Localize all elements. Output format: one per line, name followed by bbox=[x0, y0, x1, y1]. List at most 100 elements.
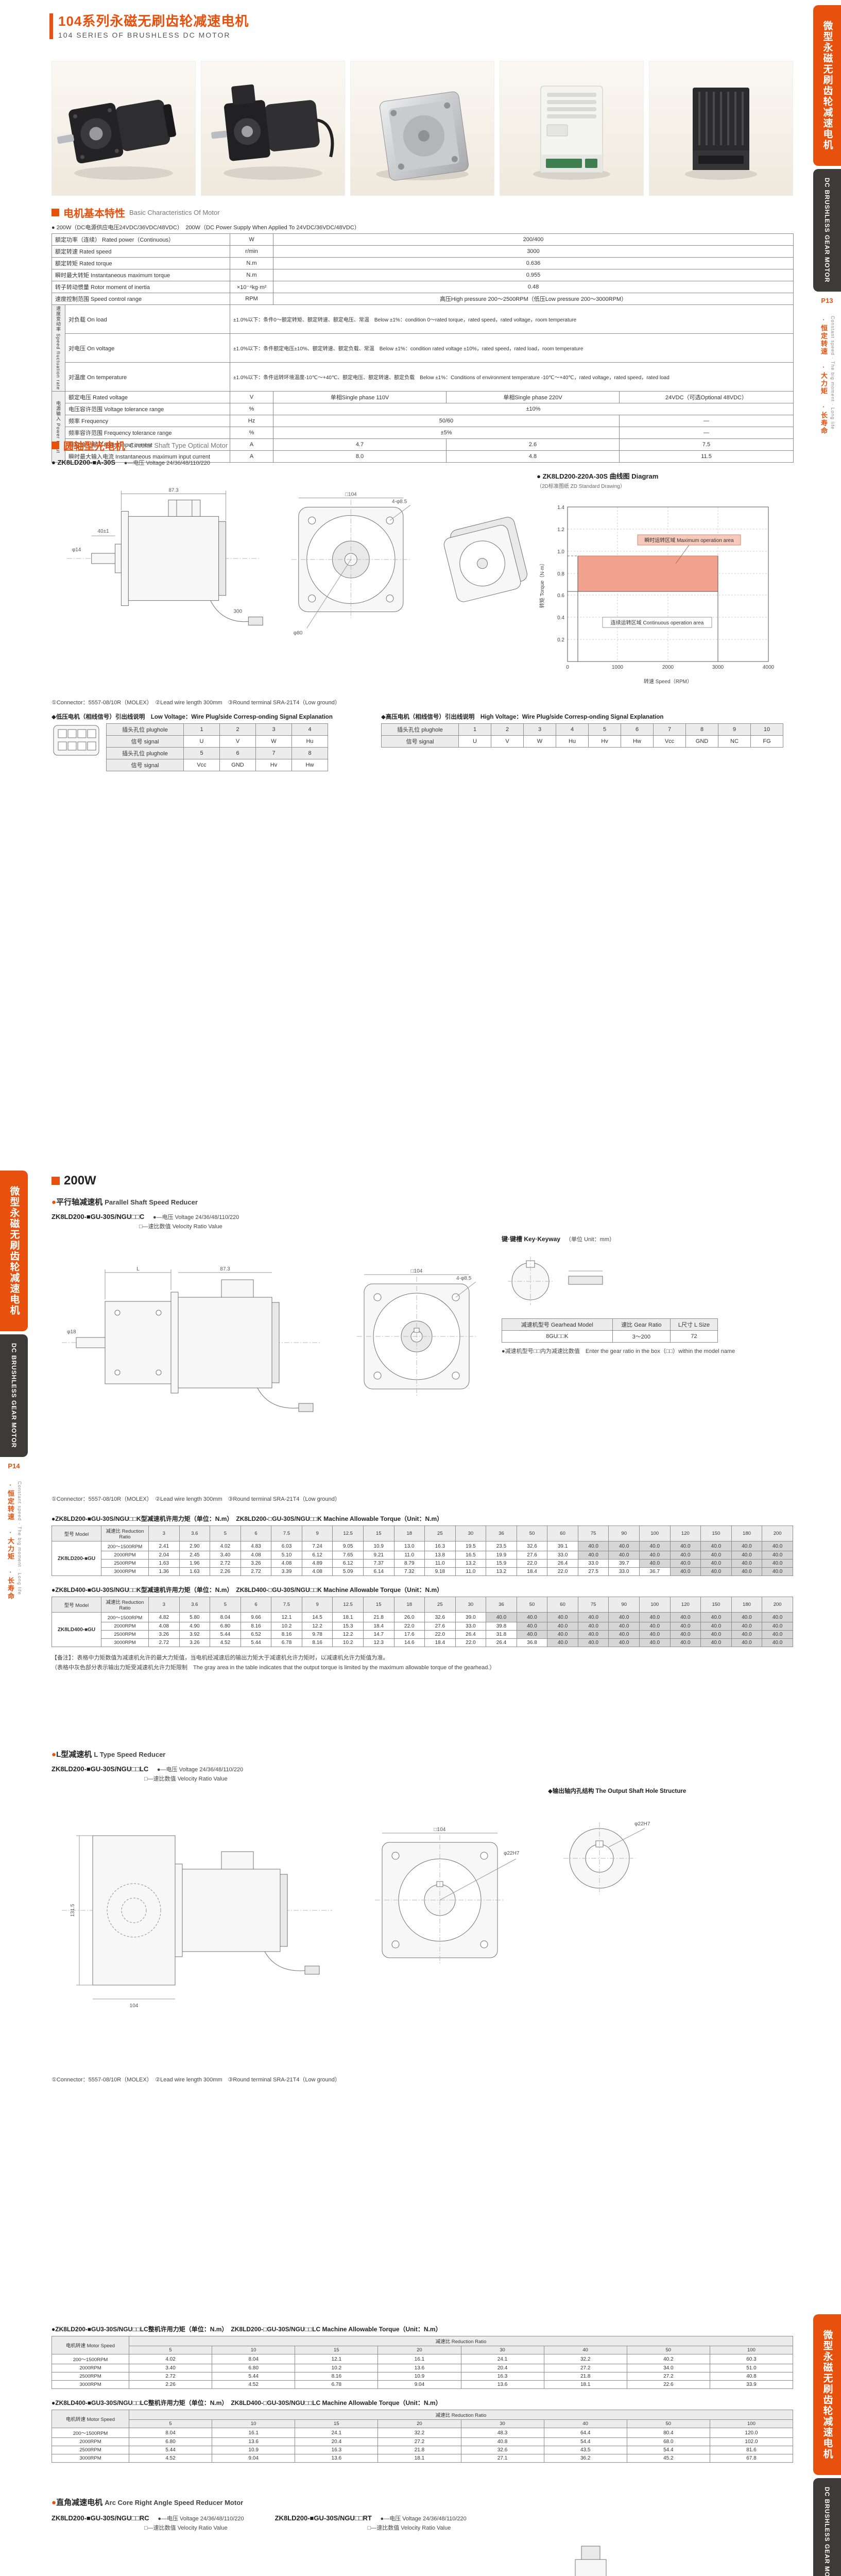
cell: 39.8 bbox=[486, 1622, 517, 1631]
cell: 8.04 bbox=[128, 2428, 213, 2438]
header-cell: 减速比 Reduction Ratio bbox=[101, 1526, 149, 1541]
cell: Hz bbox=[230, 415, 274, 428]
cell: 13.2 bbox=[486, 1567, 517, 1576]
dim-label: φ22H7 bbox=[634, 1821, 650, 1827]
cell: 26.0 bbox=[393, 1612, 425, 1622]
drawing-ltype-front: □104 φ22H7 bbox=[375, 1827, 520, 1965]
ratio-note: □—速比数值 Velocity Ratio Value bbox=[139, 1224, 222, 1230]
cell: 27.6 bbox=[516, 1551, 548, 1560]
cell: 33.0 bbox=[455, 1622, 487, 1631]
header-cell: 8 bbox=[685, 723, 718, 736]
cell: 4.52 bbox=[210, 1638, 241, 1647]
dim-label: 4-φ8.5 bbox=[456, 1276, 472, 1281]
header-cell: 90 bbox=[608, 1526, 640, 1541]
section-header: 电机基本特性 Basic Characteristics Of Motor bbox=[52, 205, 793, 220]
speed-cell: 2500RPM bbox=[101, 1630, 149, 1639]
cell: V bbox=[491, 735, 524, 748]
header-cell: 减速比 Reduction Ratio bbox=[129, 2336, 793, 2346]
header-cell: 10 bbox=[750, 723, 783, 736]
cell: A bbox=[230, 450, 274, 463]
section-header-200w: 200W bbox=[52, 1174, 793, 1188]
header-cell: 60 bbox=[547, 1597, 578, 1613]
features-cn: ·恒定转速 ·大力矩 ·长寿命 bbox=[7, 1481, 14, 1600]
cell: 4.83 bbox=[240, 1541, 272, 1551]
header-cell: 120 bbox=[670, 1526, 701, 1541]
cell: U bbox=[183, 735, 220, 748]
header-cell: 15 bbox=[363, 1597, 394, 1613]
cell: V bbox=[219, 735, 256, 748]
cell: 6.80 bbox=[210, 1622, 241, 1631]
cell: U bbox=[458, 735, 491, 748]
speed-cell: 3000RPM bbox=[52, 2454, 129, 2463]
model-line: ZK8LD200-■GU-30S/NGU□□C ●—电压 Voltage 24/… bbox=[52, 1211, 793, 1221]
cell: 频率 Frequency bbox=[64, 415, 231, 428]
dim-label: 40±1 bbox=[98, 529, 110, 534]
torque-speed-chart: 瞬时运转区域 Maximum operation area 连续运转区域 Con… bbox=[539, 505, 775, 685]
product-photo-motor-silver bbox=[350, 61, 494, 196]
cell: 40.0 bbox=[516, 1622, 548, 1631]
cell: 2.90 bbox=[179, 1541, 211, 1551]
cell: Hw bbox=[291, 759, 328, 771]
cell: 26.4 bbox=[486, 1638, 517, 1647]
cell: 4.08 bbox=[148, 1622, 180, 1631]
header-cell: 型号 Model bbox=[52, 1526, 101, 1541]
header-cell: 9 bbox=[301, 1597, 333, 1613]
header-cell: 9 bbox=[301, 1526, 333, 1541]
section-l-type: ●L型减速机 L Type Speed Reducer ZK8LD200-■GU… bbox=[52, 1747, 793, 2083]
dim-label: φ22H7 bbox=[504, 1851, 520, 1856]
header-cell: 30 bbox=[455, 1526, 487, 1541]
cell: 40.0 bbox=[731, 1559, 763, 1568]
cell: 13.2 bbox=[455, 1559, 487, 1568]
cell: 32.2 bbox=[377, 2428, 461, 2438]
model-number: ZK8LD200-■GU-30S/NGU□□RC bbox=[52, 2514, 149, 2522]
cell: 17.6 bbox=[393, 1630, 425, 1639]
cell: 40.0 bbox=[547, 1612, 578, 1622]
cell: r/min bbox=[230, 245, 274, 258]
header-cell: 12.5 bbox=[332, 1597, 364, 1613]
cell: 3.40 bbox=[210, 1551, 241, 1560]
cell: 40.0 bbox=[639, 1551, 671, 1560]
cell: 22.6 bbox=[626, 2380, 710, 2389]
cell: 12.3 bbox=[363, 1638, 394, 1647]
cell: — bbox=[619, 427, 794, 439]
series-features: ·恒定转速 ·大力矩 ·长寿命 Constant speed · The big… bbox=[0, 1481, 28, 1600]
cell: 40.0 bbox=[762, 1559, 793, 1568]
cell: 6.14 bbox=[363, 1567, 394, 1576]
cell: 54.4 bbox=[626, 2446, 710, 2454]
drawing-oblique-view bbox=[443, 517, 527, 602]
drawing-rt-side bbox=[575, 2546, 607, 2576]
connector-note: ①Connector：5557-08/10R（MOLEX） ②Lead wire… bbox=[52, 700, 340, 706]
speed-cell: 2500RPM bbox=[52, 2446, 129, 2454]
connector-note: ①Connector：5557-08/10R（MOLEX） ②Lead wire… bbox=[52, 1496, 340, 1502]
cell: 5.44 bbox=[240, 1638, 272, 1647]
cell: 8.16 bbox=[271, 1630, 302, 1639]
low-voltage-signal-block: ◆低压电机（相线信号）引出线说明 Low Voltage：Wire Plug/s… bbox=[52, 713, 361, 771]
header-cell: 36 bbox=[486, 1526, 517, 1541]
y-tick: 1.4 bbox=[557, 505, 564, 511]
header-cell: 7 bbox=[653, 723, 686, 736]
title-block: 104系列永磁无刷齿轮减速电机 104 SERIES OF BRUSHLESS … bbox=[49, 13, 249, 40]
cell: 额定输入电流 Rated input current bbox=[64, 438, 231, 451]
cell: 11.0 bbox=[424, 1559, 456, 1568]
parallel-reducer-header: ●平行轴减速机 Parallel Shaft Speed Reducer bbox=[52, 1198, 198, 1207]
page-number: P14 bbox=[8, 1462, 20, 1470]
cell: 9.21 bbox=[363, 1551, 394, 1560]
cell: 40.0 bbox=[486, 1612, 517, 1622]
header-cell: 插头孔位 plughole bbox=[106, 723, 184, 736]
high-voltage-signal-block: ◆高压电机（相线信号）引出线说明 High Voltage：Wire Plug/… bbox=[381, 713, 788, 748]
speed-cell: 2000RPM bbox=[101, 1622, 149, 1631]
cell: 21.8 bbox=[363, 1612, 394, 1622]
header-cell: 25 bbox=[424, 1597, 456, 1613]
unit-note: （单位 Unit：mm） bbox=[565, 1236, 615, 1243]
header-cell: 6 bbox=[240, 1526, 272, 1541]
cell: 40.0 bbox=[577, 1638, 609, 1647]
